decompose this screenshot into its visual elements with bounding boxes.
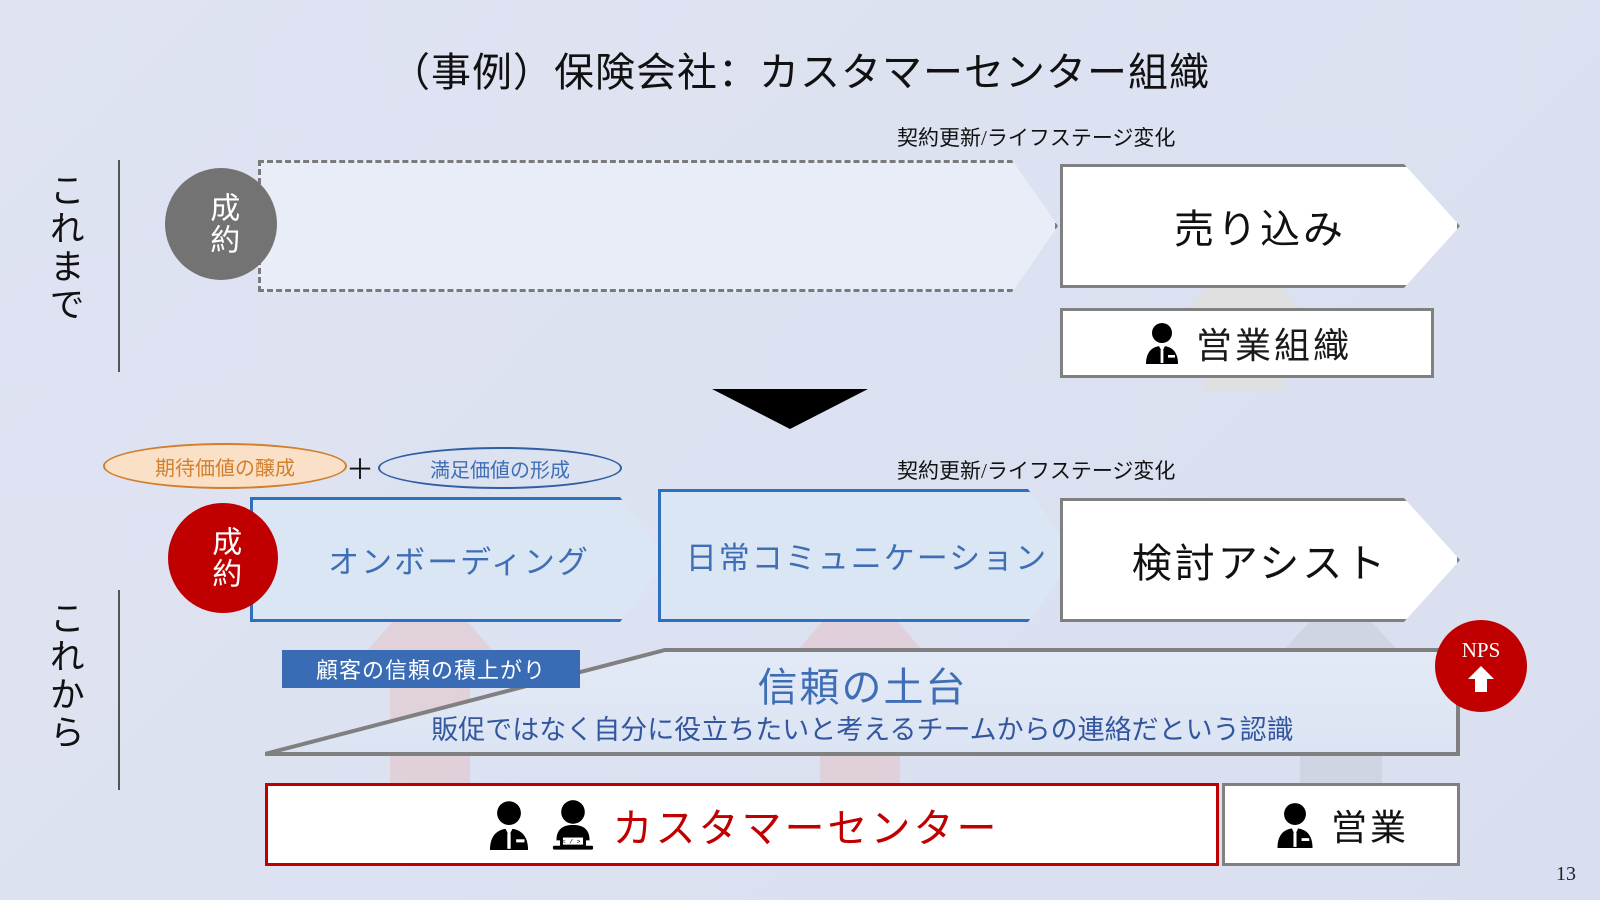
up-arrow-icon bbox=[1468, 665, 1494, 692]
past-entry-badge: 成約 bbox=[165, 168, 277, 280]
nps-badge[interactable]: NPS bbox=[1435, 620, 1527, 712]
stage-daily-communication-label: 日常コミュニケーション bbox=[685, 541, 1049, 576]
value-tag-satisfaction[interactable]: 満足価値の形成 bbox=[378, 447, 622, 489]
stage-onboarding[interactable]: オンボーディング bbox=[250, 497, 668, 622]
stage-urikomi[interactable]: 売り込み bbox=[1060, 164, 1460, 288]
future-renewal-caption: 契約更新/ライフステージ変化 bbox=[897, 459, 1176, 483]
value-tag-expectation[interactable]: 期待価値の醸成 bbox=[103, 443, 347, 489]
stage-daily-communication[interactable]: 日常コミュニケーション bbox=[658, 489, 1076, 622]
section-rule-past bbox=[118, 160, 120, 372]
svg-text:</>: </> bbox=[561, 838, 583, 845]
businessperson-icon bbox=[1277, 802, 1313, 848]
value-tag-expectation-label: 期待価値の醸成 bbox=[155, 457, 295, 480]
plus-sign: ＋ bbox=[346, 455, 375, 486]
businessperson-icon bbox=[1145, 323, 1178, 364]
trust-accumulation-banner: 顧客の信頼の積上がり bbox=[282, 650, 580, 688]
developer-icon: </> bbox=[552, 799, 593, 850]
past-sales-org-box[interactable]: 営業組織 bbox=[1060, 308, 1434, 378]
stage-urikomi-label: 売り込み bbox=[1174, 207, 1346, 252]
section-rule-future bbox=[118, 590, 120, 790]
trust-accumulation-banner-label: 顧客の信頼の積上がり bbox=[315, 658, 546, 683]
down-triangle-icon bbox=[712, 389, 868, 429]
sales-box[interactable]: 営業 bbox=[1222, 783, 1460, 866]
nps-badge-label: NPS bbox=[1461, 637, 1501, 662]
stage-consideration-assist-label: 検討アシスト bbox=[1131, 541, 1389, 586]
businessperson-icon bbox=[489, 800, 528, 850]
value-tag-satisfaction-label: 満足価値の形成 bbox=[430, 459, 570, 482]
trust-foundation-subtitle: 販促ではなく自分に役立ちたいと考えるチームからの連絡だという認識 bbox=[431, 715, 1294, 745]
page-title: （事例）保険会社：カスタマーセンター組織 bbox=[390, 50, 1210, 95]
trust-foundation-title: 信頼の土台 bbox=[757, 665, 968, 710]
stage-onboarding-label: オンボーディング bbox=[328, 545, 590, 580]
section-label-future: これから bbox=[44, 600, 84, 752]
page-number: 13 bbox=[1556, 863, 1576, 885]
future-entry-badge: 成約 bbox=[168, 503, 278, 613]
customer-center-box[interactable]: </> カスタマーセンター bbox=[265, 783, 1219, 866]
past-renewal-caption: 契約更新/ライフステージ変化 bbox=[897, 126, 1176, 150]
customer-center-label: カスタマーセンター bbox=[612, 805, 1000, 851]
past-sales-org-label: 営業組織 bbox=[1195, 326, 1352, 366]
section-label-past: これまで bbox=[44, 172, 84, 324]
past-gap-chevron bbox=[258, 160, 1058, 292]
sales-label: 営業 bbox=[1330, 807, 1409, 848]
stage-consideration-assist[interactable]: 検討アシスト bbox=[1060, 498, 1460, 622]
